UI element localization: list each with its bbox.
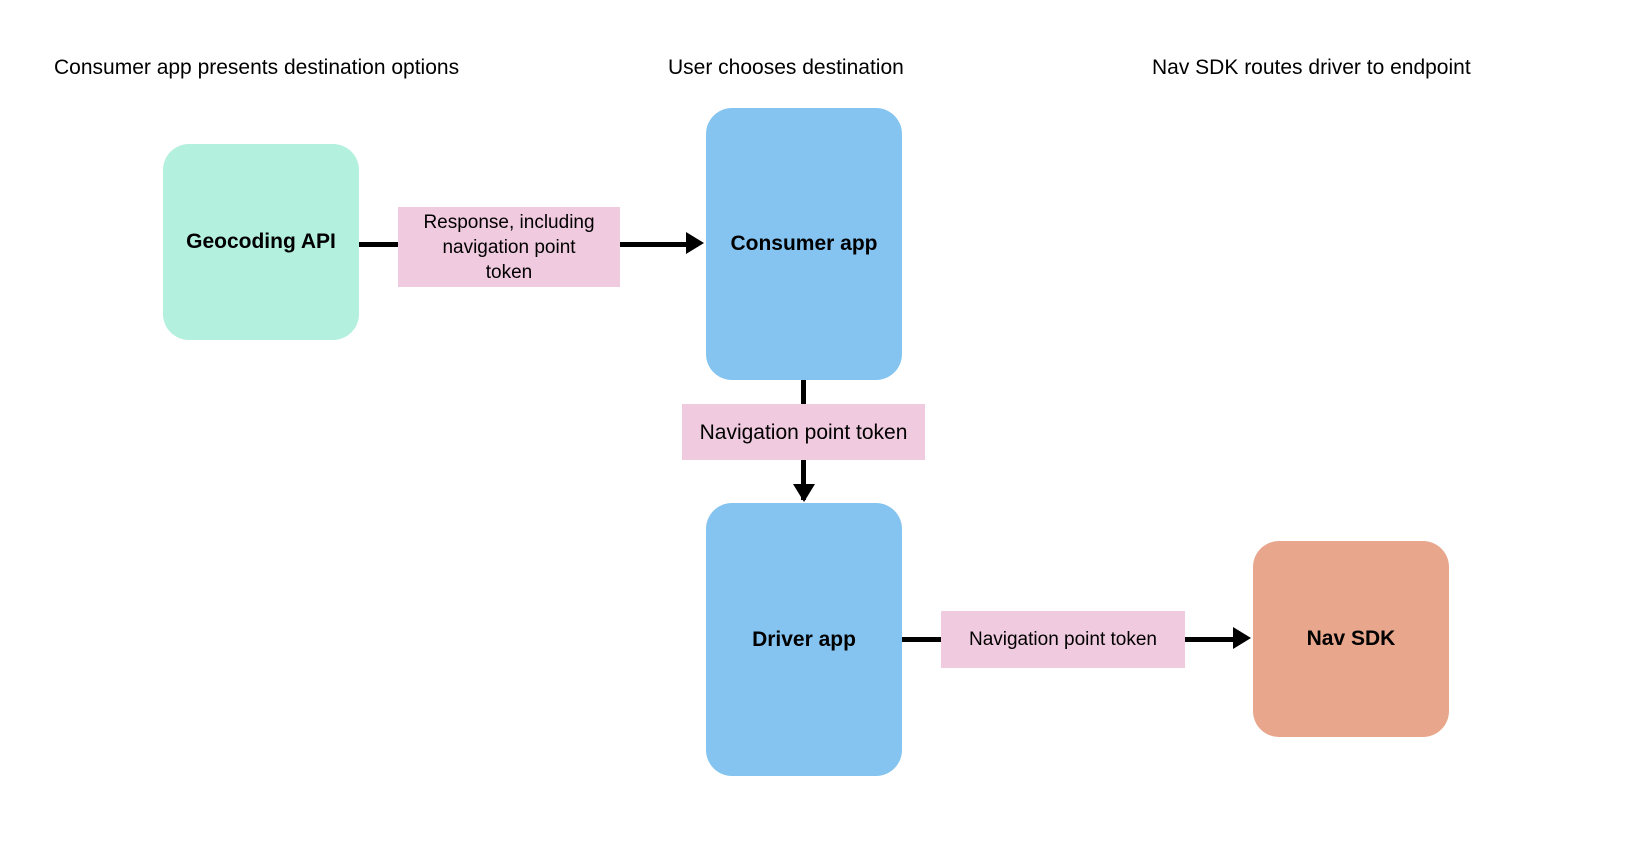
edge-label-line-2: navigation point: [442, 236, 576, 258]
column-header-nav-sdk-routes: Nav SDK routes driver to endpoint: [1152, 56, 1471, 79]
arrowhead-driver-to-navsdk: [1233, 627, 1251, 649]
edge-label-nav-token-driver-to-navsdk: Navigation point token: [941, 611, 1185, 668]
edge-label-response-including-nav-token: Response, including navigation point tok…: [398, 207, 620, 287]
edge-label-line-3: token: [485, 261, 533, 283]
edge-label-nav-token-consumer-to-driver: Navigation point token: [682, 404, 925, 460]
column-header-consumer-app: Consumer app presents destination option…: [54, 56, 460, 79]
arrowhead-geocoding-to-consumer: [686, 232, 704, 254]
edge-label-text-nav-token-middle: Navigation point token: [699, 420, 908, 444]
arrowhead-consumer-to-driver: [793, 484, 815, 502]
edge-label-text-nav-token-bottom: Navigation point token: [968, 629, 1157, 650]
edge-label-text-response: Response, including navigation point tok…: [423, 210, 594, 285]
node-label-nav-sdk: Nav SDK: [1306, 627, 1396, 650]
edge-label-line-1: Response, including: [423, 211, 595, 233]
node-driver-app[interactable]: Driver app: [706, 503, 902, 776]
node-geocoding-api[interactable]: Geocoding API: [163, 144, 359, 340]
node-label-geocoding-api: Geocoding API: [186, 230, 336, 253]
column-header-user-chooses: User chooses destination: [668, 56, 904, 79]
node-label-driver-app: Driver app: [752, 627, 856, 651]
node-consumer-app[interactable]: Consumer app: [706, 108, 902, 380]
node-nav-sdk[interactable]: Nav SDK: [1253, 541, 1449, 737]
node-label-consumer-app: Consumer app: [730, 232, 878, 255]
